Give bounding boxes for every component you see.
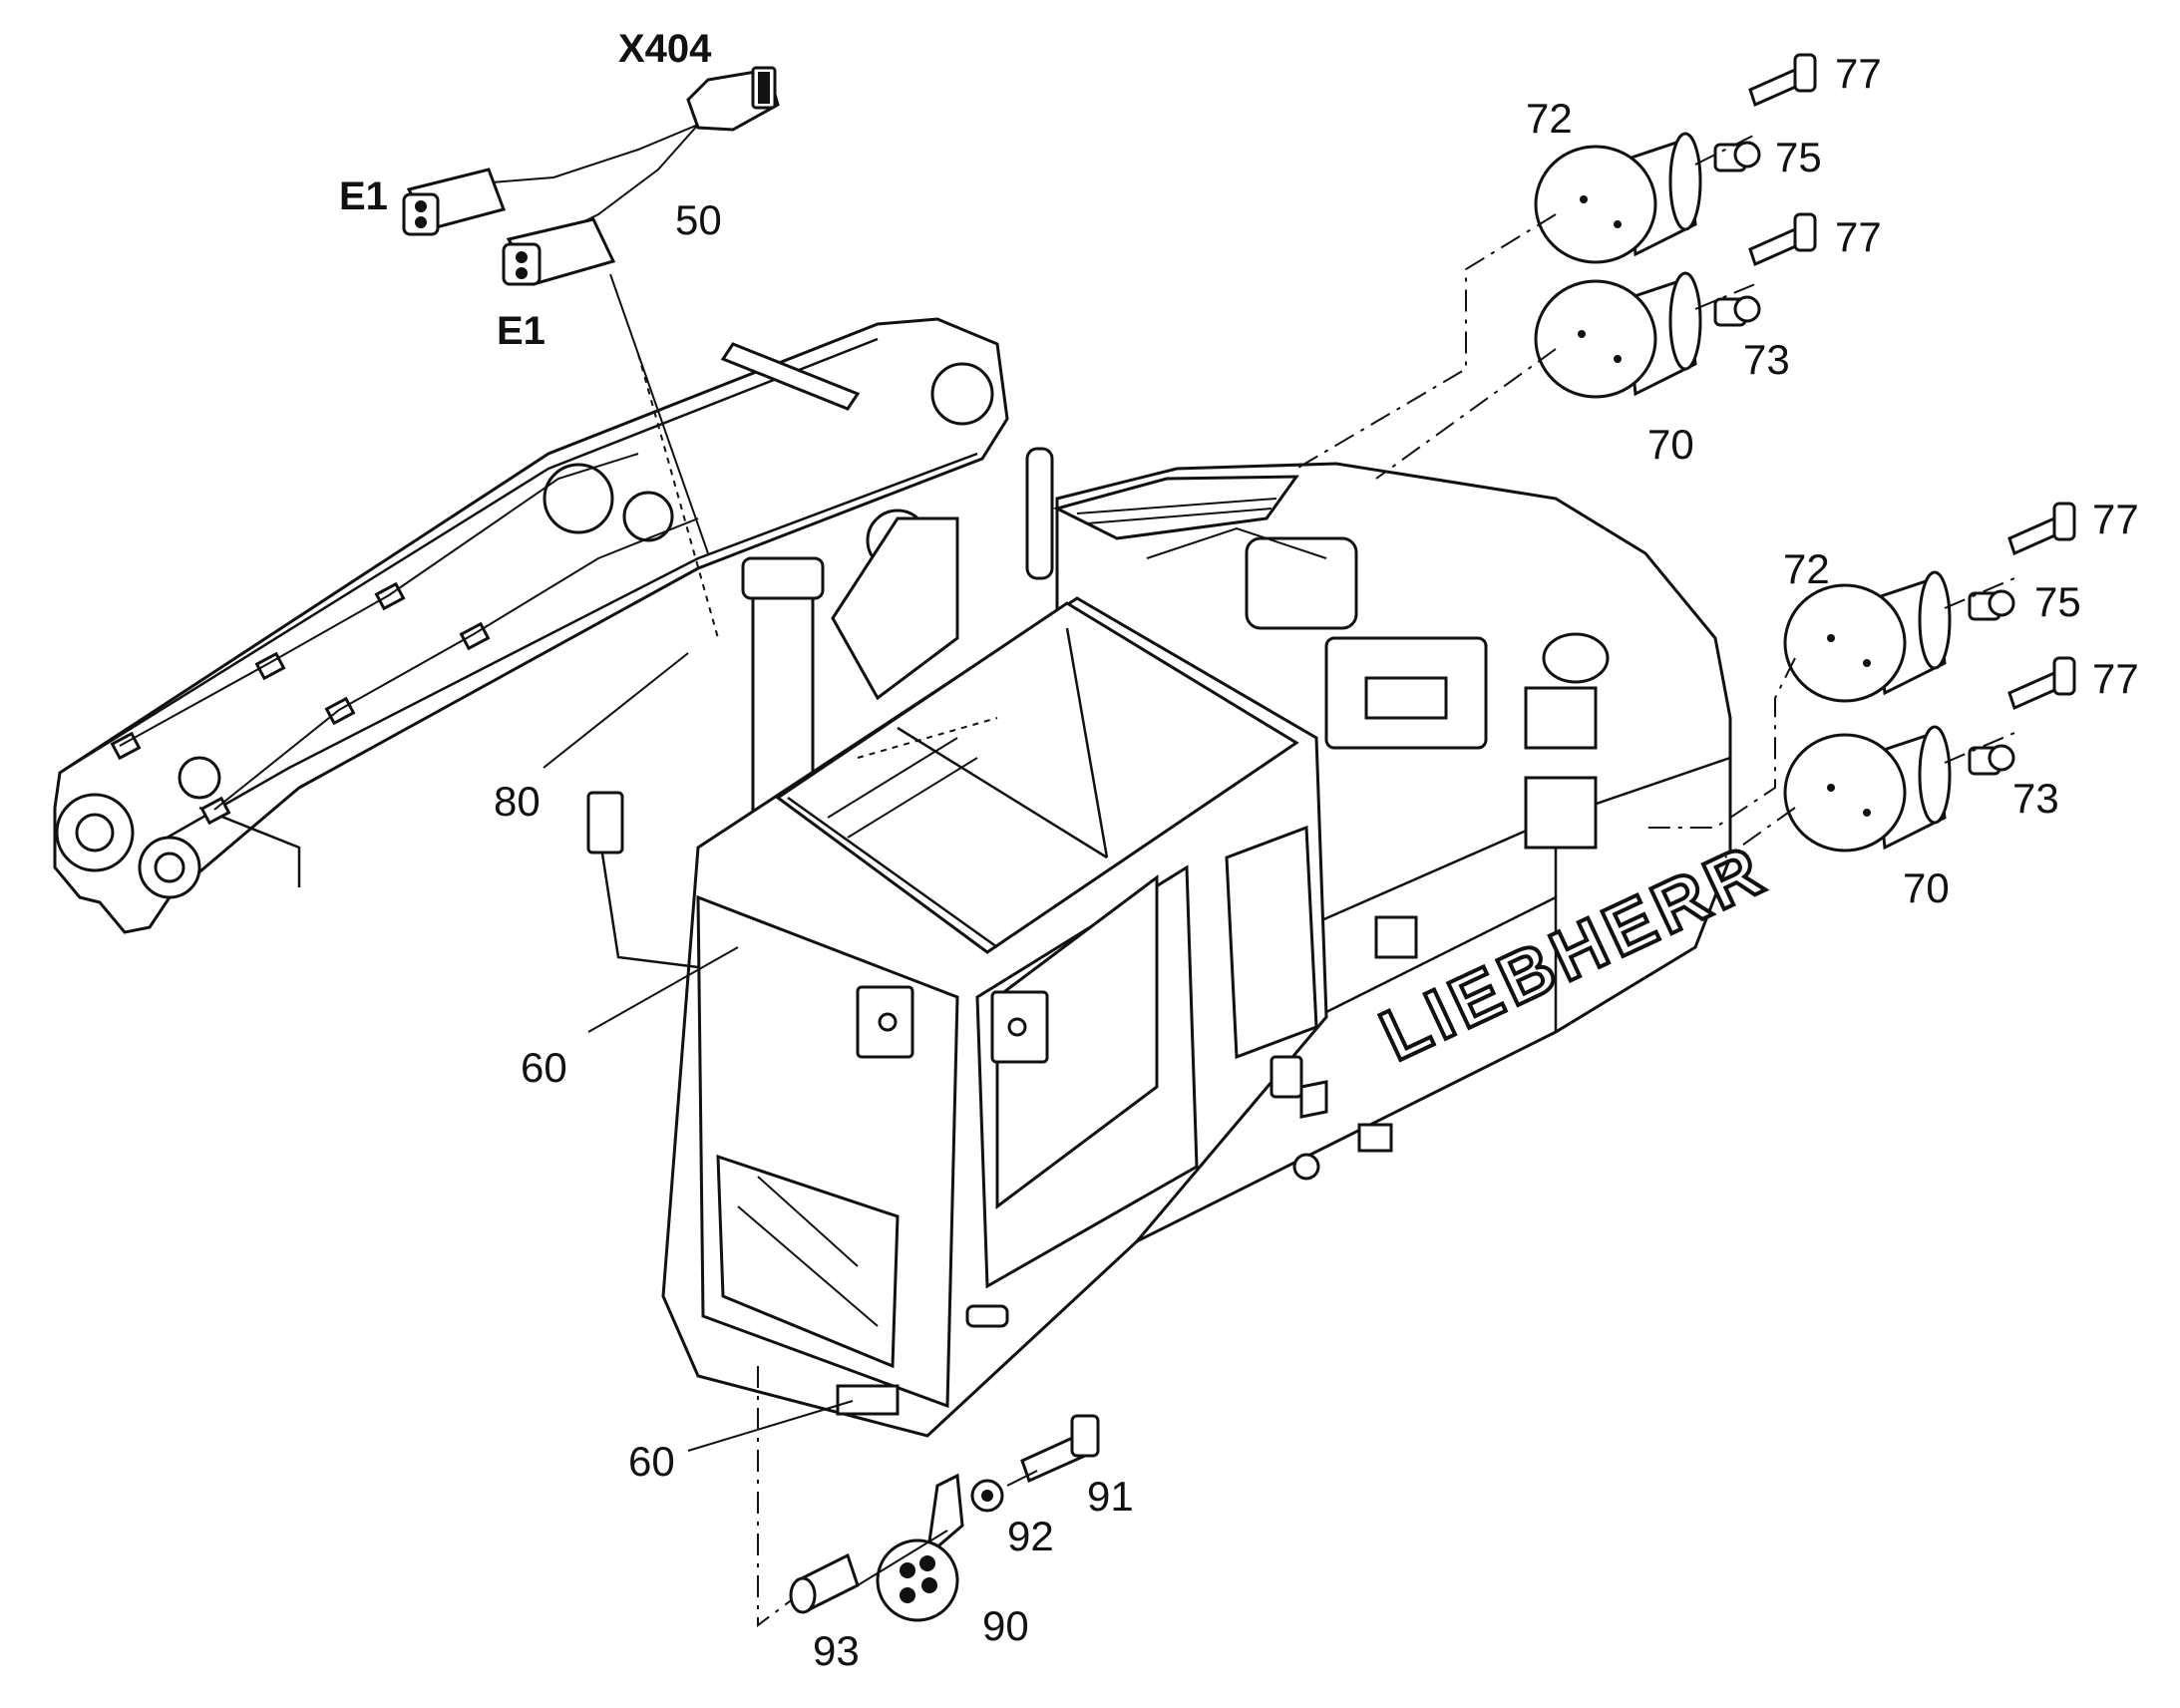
label-80: 80 bbox=[494, 778, 541, 825]
label-91: 91 bbox=[1087, 1473, 1134, 1520]
label-93: 93 bbox=[813, 1627, 860, 1674]
work-lights-upper bbox=[1295, 53, 1817, 480]
label-e1-b: E1 bbox=[497, 309, 545, 353]
label-75-upper: 75 bbox=[1775, 134, 1822, 180]
leader-lines bbox=[543, 652, 854, 1452]
label-70-upper: 70 bbox=[1647, 421, 1694, 468]
label-72-lower: 72 bbox=[1783, 545, 1830, 592]
label-60-lower: 60 bbox=[628, 1438, 675, 1485]
label-50: 50 bbox=[675, 196, 722, 243]
bracket-assembly bbox=[757, 1366, 1100, 1627]
label-92: 92 bbox=[1007, 1513, 1054, 1559]
label-x404: X404 bbox=[618, 27, 712, 71]
label-70-lower: 70 bbox=[1903, 864, 1950, 911]
operator-cab bbox=[586, 596, 1328, 1438]
label-73-lower: 73 bbox=[2012, 775, 2059, 822]
label-75-lower: 75 bbox=[2034, 578, 2081, 625]
label-77-a: 77 bbox=[1835, 50, 1882, 97]
label-77-b: 77 bbox=[1835, 213, 1882, 260]
callout-labels: X404 E1 E1 50 80 60 60 72 70 77 77 75 73… bbox=[339, 27, 2139, 1674]
label-73-upper: 73 bbox=[1743, 336, 1790, 383]
label-77-d: 77 bbox=[2092, 655, 2139, 702]
wiring-harness bbox=[402, 66, 780, 639]
label-e1-a: E1 bbox=[339, 174, 388, 218]
work-lights-lower bbox=[1645, 502, 2076, 858]
label-77-c: 77 bbox=[2092, 496, 2139, 542]
label-72-upper: 72 bbox=[1526, 95, 1573, 142]
label-90: 90 bbox=[982, 1602, 1029, 1649]
label-60-upper: 60 bbox=[521, 1044, 567, 1091]
